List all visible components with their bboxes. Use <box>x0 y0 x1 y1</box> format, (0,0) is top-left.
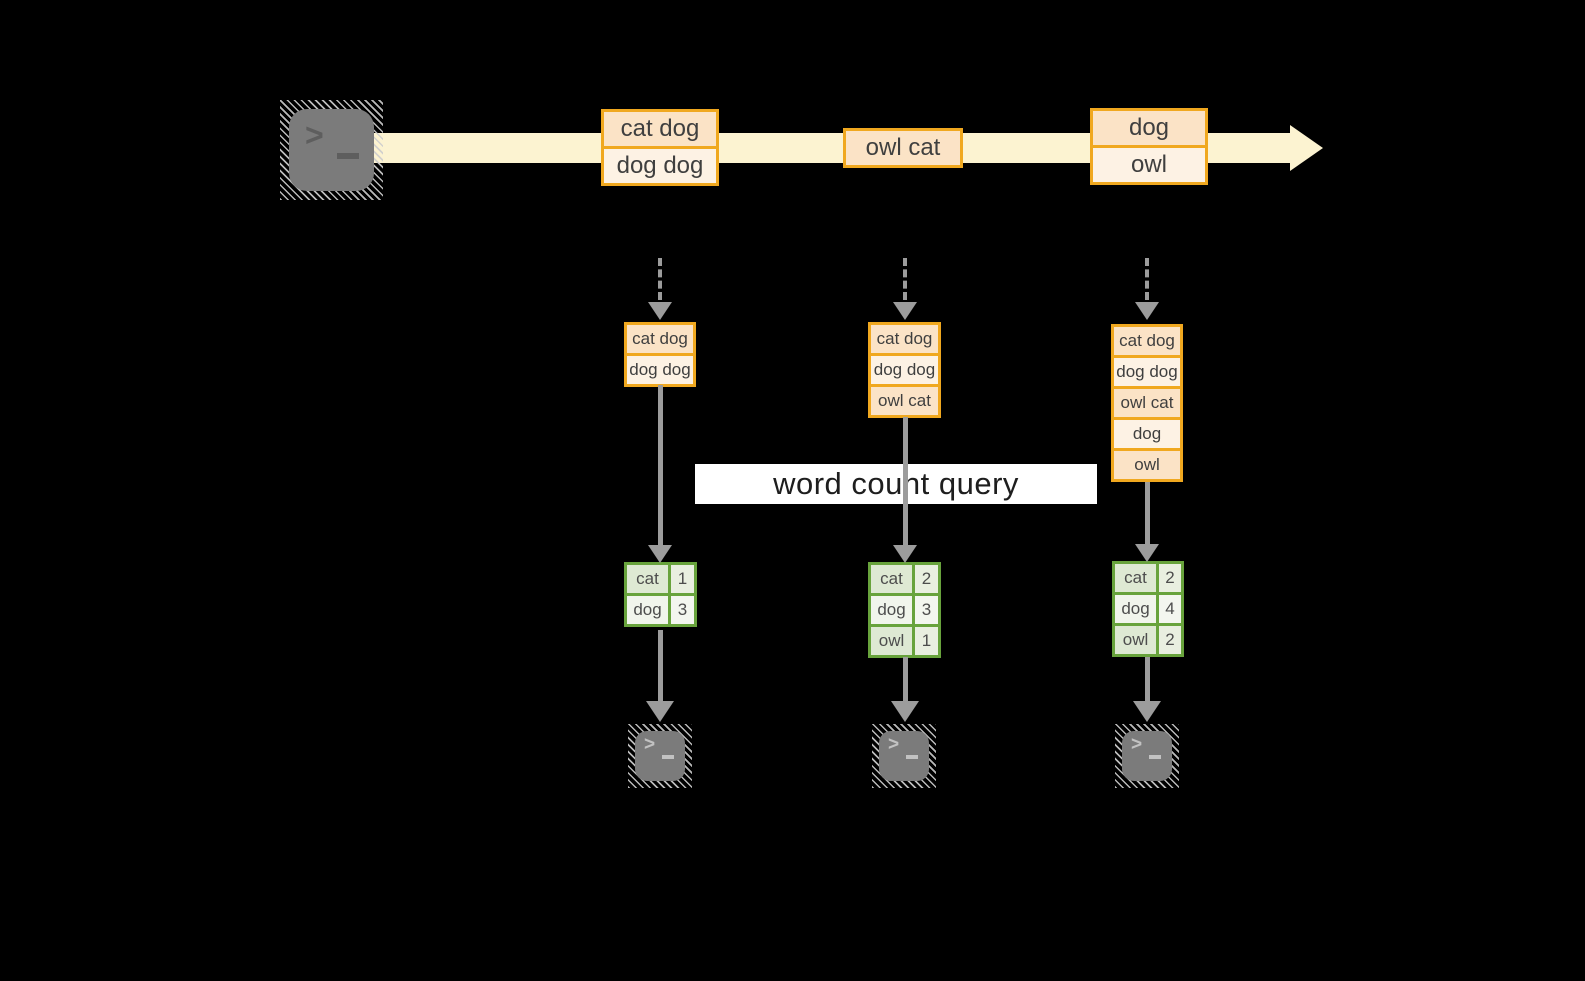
word-cell: dog <box>1115 595 1159 623</box>
result-table-1: cat 1 dog 3 <box>624 562 697 627</box>
word-cell: cat <box>871 565 915 593</box>
state-list-2: cat dog dog dog owl cat <box>868 322 941 418</box>
table-row: cat 2 <box>1115 564 1181 592</box>
connector-line <box>1145 482 1150 544</box>
state-row: dog dog <box>627 353 693 384</box>
event-row: dog dog <box>604 146 716 183</box>
arrowhead-down-icon <box>893 545 917 563</box>
table-row: cat 1 <box>627 565 694 593</box>
state-row: cat dog <box>1114 327 1180 355</box>
event-row: owl <box>1093 145 1205 182</box>
count-cell: 4 <box>1159 595 1181 623</box>
count-cell: 2 <box>1159 626 1181 654</box>
state-row: cat dog <box>871 325 938 353</box>
arrowhead-down-icon <box>648 302 672 320</box>
word-cell: dog <box>871 596 915 624</box>
word-cell: dog <box>627 596 671 624</box>
count-cell: 1 <box>671 565 694 593</box>
table-row: owl 1 <box>871 624 938 655</box>
result-table-2: cat 2 dog 3 owl 1 <box>868 562 941 658</box>
event-box-1: cat dog dog dog <box>601 109 719 186</box>
state-row: owl cat <box>1114 386 1180 417</box>
count-cell: 3 <box>671 596 694 624</box>
prompt-icon: > <box>1131 734 1143 755</box>
terminal-sink-icon: > <box>1115 724 1179 788</box>
terminal-source-icon: > <box>280 100 383 200</box>
arrowhead-down-icon <box>893 302 917 320</box>
terminal-screen: > <box>1122 731 1172 781</box>
connector-line <box>658 630 663 702</box>
stream-arrowhead-icon <box>1290 125 1323 171</box>
word-cell: cat <box>1115 564 1159 592</box>
event-box-3: dog owl <box>1090 108 1208 185</box>
word-cell: cat <box>627 565 671 593</box>
event-row: owl cat <box>846 131 960 165</box>
terminal-sink-icon: > <box>628 724 692 788</box>
connector-line <box>1145 657 1150 702</box>
arrowhead-down-icon <box>1133 701 1161 722</box>
query-label-box: word count query <box>695 464 1097 504</box>
prompt-icon: > <box>644 734 656 755</box>
connector-line <box>903 657 908 702</box>
table-row: owl 2 <box>1115 623 1181 654</box>
cursor-icon <box>337 153 359 159</box>
terminal-screen: > <box>635 731 685 781</box>
dashed-arrow-line <box>1145 258 1149 300</box>
arrowhead-down-icon <box>1135 302 1159 320</box>
state-list-3: cat dog dog dog owl cat dog owl <box>1111 324 1183 482</box>
state-row: dog dog <box>871 353 938 384</box>
count-cell: 2 <box>1159 564 1181 592</box>
state-row: owl <box>1114 448 1180 479</box>
terminal-screen: > <box>289 109 374 191</box>
terminal-sink-icon: > <box>872 724 936 788</box>
state-row: cat dog <box>627 325 693 353</box>
table-row: dog 3 <box>627 593 694 624</box>
count-cell: 3 <box>915 596 938 624</box>
table-row: cat 2 <box>871 565 938 593</box>
connector-line <box>903 417 908 545</box>
cursor-icon <box>906 755 918 759</box>
event-row: cat dog <box>604 112 716 146</box>
dashed-arrow-line <box>903 258 907 300</box>
prompt-icon: > <box>888 734 900 755</box>
connector-line <box>658 385 663 545</box>
terminal-screen: > <box>879 731 929 781</box>
cursor-icon <box>662 755 674 759</box>
result-table-3: cat 2 dog 4 owl 2 <box>1112 561 1184 657</box>
table-row: dog 4 <box>1115 592 1181 623</box>
count-cell: 2 <box>915 565 938 593</box>
arrowhead-down-icon <box>646 701 674 722</box>
arrowhead-down-icon <box>648 545 672 563</box>
event-box-2: owl cat <box>843 128 963 168</box>
arrowhead-down-icon <box>891 701 919 722</box>
event-row: dog <box>1093 111 1205 145</box>
state-list-1: cat dog dog dog <box>624 322 696 387</box>
query-label: word count query <box>773 466 1019 501</box>
word-cell: owl <box>1115 626 1159 654</box>
table-row: dog 3 <box>871 593 938 624</box>
word-cell: owl <box>871 627 915 655</box>
state-row: dog dog <box>1114 355 1180 386</box>
state-row: owl cat <box>871 384 938 415</box>
state-row: dog <box>1114 417 1180 448</box>
prompt-icon: > <box>305 117 324 153</box>
cursor-icon <box>1149 755 1161 759</box>
arrowhead-down-icon <box>1135 544 1159 562</box>
dashed-arrow-line <box>658 258 662 300</box>
count-cell: 1 <box>915 627 938 655</box>
